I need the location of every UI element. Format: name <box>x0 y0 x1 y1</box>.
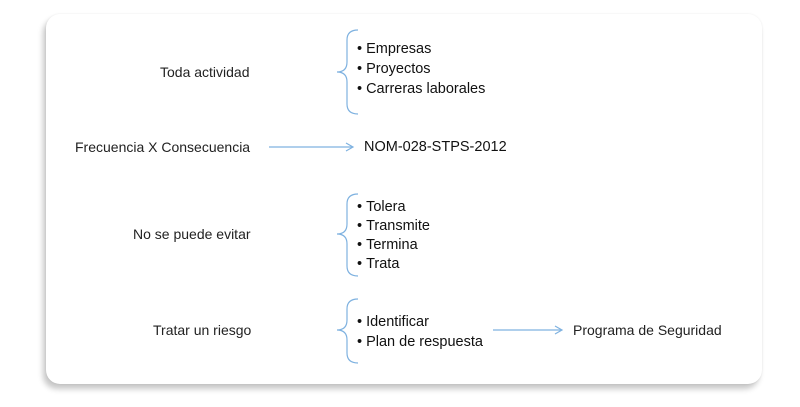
arrow-2-head <box>345 142 355 152</box>
row-3-item-4: Trata <box>357 254 399 274</box>
row-2-label: Frecuencia X Consecuencia <box>75 139 251 155</box>
row-1-item-3: Carreras laborales <box>357 79 485 99</box>
row-4-item-1: Identificar <box>357 312 429 332</box>
brace-4 <box>336 298 359 364</box>
row-1-item-1: Empresas <box>357 39 431 59</box>
row-3-item-1: Tolera <box>357 197 406 217</box>
row-3-item-3: Termina <box>357 235 418 255</box>
row-1-label: Toda actividad <box>160 64 250 80</box>
brace-1 <box>336 29 359 115</box>
row-1-item-2: Proyectos <box>357 59 430 79</box>
row-2-target: NOM-028-STPS-2012 <box>364 139 507 155</box>
brace-3 <box>336 193 359 277</box>
row-4-target: Programa de Seguridad <box>573 322 722 338</box>
row-4-item-2: Plan de respuesta <box>357 332 483 352</box>
row-3-label: No se puede evitar <box>133 226 251 242</box>
row-3-item-2: Transmite <box>357 216 430 236</box>
row-4-label: Tratar un riesgo <box>153 322 252 338</box>
arrow-4-head <box>554 325 564 335</box>
